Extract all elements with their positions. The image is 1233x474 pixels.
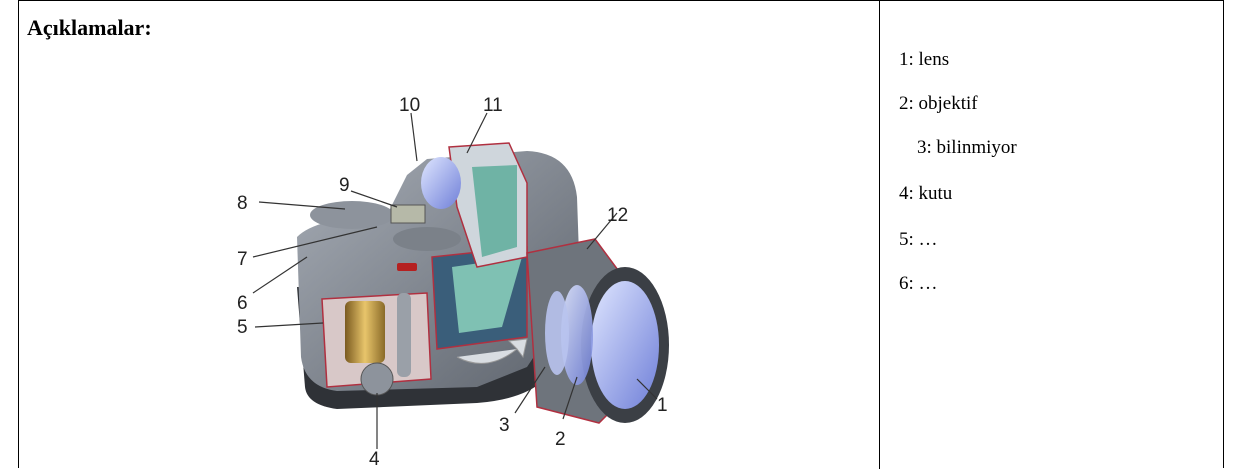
figure-label-9: 9 bbox=[339, 175, 350, 196]
figure-label-10: 10 bbox=[399, 95, 420, 116]
figure-label-5: 5 bbox=[237, 317, 248, 338]
figure-label-11: 11 bbox=[483, 95, 503, 116]
figure-label-3: 3 bbox=[499, 415, 510, 436]
camera-cutaway-figure: 10 11 9 8 12 7 6 5 1 3 2 4 bbox=[227, 87, 689, 470]
list-item: 4: kutu bbox=[899, 183, 953, 204]
column-divider bbox=[879, 1, 880, 469]
list-item: 3: bilinmiyor bbox=[917, 137, 1017, 158]
list-item: 5: … bbox=[899, 229, 938, 250]
figure-label-6: 6 bbox=[237, 293, 248, 314]
figure-label-4: 4 bbox=[369, 449, 380, 469]
explanations-heading: Açıklamalar: bbox=[27, 15, 152, 40]
figure-label-12: 12 bbox=[607, 205, 628, 226]
answer-table: Açıklamalar: bbox=[18, 0, 1224, 470]
figure-label-2: 2 bbox=[555, 429, 566, 450]
figure-label-7: 7 bbox=[237, 249, 248, 270]
figure-label-8: 8 bbox=[237, 193, 248, 214]
camera-cutaway-icon: 10 11 9 8 12 7 6 5 1 3 2 4 bbox=[237, 95, 669, 470]
list-item: 6: … bbox=[899, 273, 938, 294]
list-item: 1: lens bbox=[899, 49, 950, 70]
list-item: 2: objektif bbox=[899, 93, 978, 114]
figure-label-1: 1 bbox=[657, 395, 668, 416]
